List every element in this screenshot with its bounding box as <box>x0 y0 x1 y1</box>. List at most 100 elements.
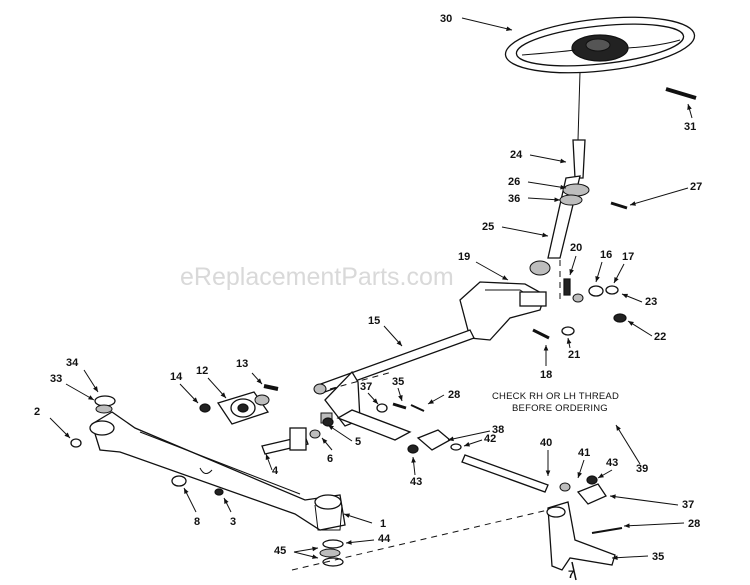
leader-arrowhead <box>542 232 548 238</box>
leader-arrowhead <box>628 321 634 326</box>
callout-40: 40 <box>540 437 552 449</box>
callout-27: 27 <box>690 181 702 193</box>
roll-pin-31 <box>665 87 697 100</box>
leader-line <box>609 495 679 506</box>
pin-18 <box>532 328 550 340</box>
leader-arrowhead <box>560 158 566 164</box>
leader-arrowhead <box>93 386 98 392</box>
leader-arrowhead <box>687 104 692 110</box>
nut-14 <box>199 403 211 413</box>
leader-arrowhead <box>616 425 621 431</box>
callout-37: 37 <box>360 381 372 393</box>
callout-45: 45 <box>274 545 286 557</box>
bolt-20 <box>563 278 571 296</box>
leader-arrowhead <box>398 395 403 401</box>
nut-22 <box>613 313 627 323</box>
callout-34: 34 <box>66 357 79 369</box>
callout-26: 26 <box>508 176 520 188</box>
leader-arrowhead <box>560 184 566 190</box>
leader-arrowhead <box>545 470 551 476</box>
leader-line <box>527 181 567 189</box>
pin-27 <box>610 201 628 210</box>
leader-arrowhead <box>624 523 630 529</box>
washer-21 <box>561 326 575 336</box>
leader-line <box>615 424 641 465</box>
callout-43: 43 <box>410 476 422 488</box>
pivot-shaft <box>261 417 334 455</box>
callout-2: 2 <box>34 406 40 418</box>
leader-arrowhead <box>566 338 572 344</box>
callout-39: 39 <box>636 463 648 475</box>
leader-arrowhead <box>328 425 334 431</box>
bolt-3 <box>214 488 224 496</box>
leader-arrowhead <box>265 454 271 460</box>
leader-arrowhead <box>543 345 549 351</box>
front-axle <box>89 411 346 531</box>
callout-12: 12 <box>196 365 208 377</box>
steering-shaft <box>547 71 590 259</box>
leader-arrowhead <box>220 392 226 398</box>
bolt-37a <box>376 402 425 413</box>
thread-note-line-2: BEFORE ORDERING <box>512 403 608 414</box>
bushing-assembly <box>216 391 270 425</box>
nut-8 <box>171 475 187 487</box>
steering-gear-sector <box>459 260 551 341</box>
tie-rod-end-right <box>559 475 607 505</box>
grease-fitting-2 <box>70 438 82 448</box>
callout-43: 43 <box>606 457 618 469</box>
callout-36: 36 <box>508 193 520 205</box>
callout-35: 35 <box>392 376 404 388</box>
leader-line <box>629 187 689 206</box>
leader-arrowhead <box>372 398 378 404</box>
leader-arrowhead <box>224 498 229 504</box>
leader-arrowhead <box>396 340 402 346</box>
callout-15: 15 <box>368 315 380 327</box>
callout-25: 25 <box>482 221 494 233</box>
callout-23: 23 <box>645 296 657 308</box>
leader-arrowhead <box>64 432 70 438</box>
callout-33: 33 <box>50 373 62 385</box>
callout-6: 6 <box>327 453 333 465</box>
callout-30: 30 <box>440 13 452 25</box>
tie-rod-end-left <box>407 429 462 454</box>
leader-arrowhead <box>322 438 328 444</box>
leader-arrowhead <box>595 276 600 282</box>
right-spindle <box>546 501 623 581</box>
leader-line <box>447 430 491 441</box>
callout-44: 44 <box>378 533 391 545</box>
bolt-13 <box>263 384 279 391</box>
washers-16-17-23 <box>572 285 619 303</box>
callout-42: 42 <box>484 433 496 445</box>
leader-arrowhead <box>344 513 350 518</box>
callout-41: 41 <box>578 447 590 459</box>
leader-line <box>475 261 509 281</box>
callout-1: 1 <box>380 518 386 530</box>
leader-arrowhead <box>448 436 454 442</box>
callout-19: 19 <box>458 251 470 263</box>
leader-line <box>611 555 649 559</box>
callout-21: 21 <box>568 349 580 361</box>
callout-13: 13 <box>236 358 248 370</box>
leader-arrowhead <box>622 293 628 299</box>
leader-arrowhead <box>256 378 262 384</box>
leader-arrowhead <box>630 201 636 206</box>
leader-arrowhead <box>614 277 619 283</box>
leader-line <box>461 17 513 31</box>
leader-arrowhead <box>428 399 434 404</box>
leader-arrowhead <box>598 473 604 478</box>
leader-arrowhead <box>506 26 512 31</box>
callout-28: 28 <box>448 389 460 401</box>
thread-note-line-1: CHECK RH OR LH THREAD <box>492 391 619 402</box>
washers-33-34 <box>94 395 116 414</box>
leader-arrowhead <box>554 197 560 202</box>
leader-arrowhead <box>610 494 616 500</box>
tie-rod <box>461 454 549 493</box>
steering-wheel <box>504 16 696 74</box>
callout-31: 31 <box>684 121 696 133</box>
leader-arrowhead <box>464 442 470 447</box>
callout-8: 8 <box>194 516 200 528</box>
callout-38: 38 <box>492 424 504 436</box>
leader-arrowhead <box>312 546 318 552</box>
leader-line <box>529 154 567 163</box>
